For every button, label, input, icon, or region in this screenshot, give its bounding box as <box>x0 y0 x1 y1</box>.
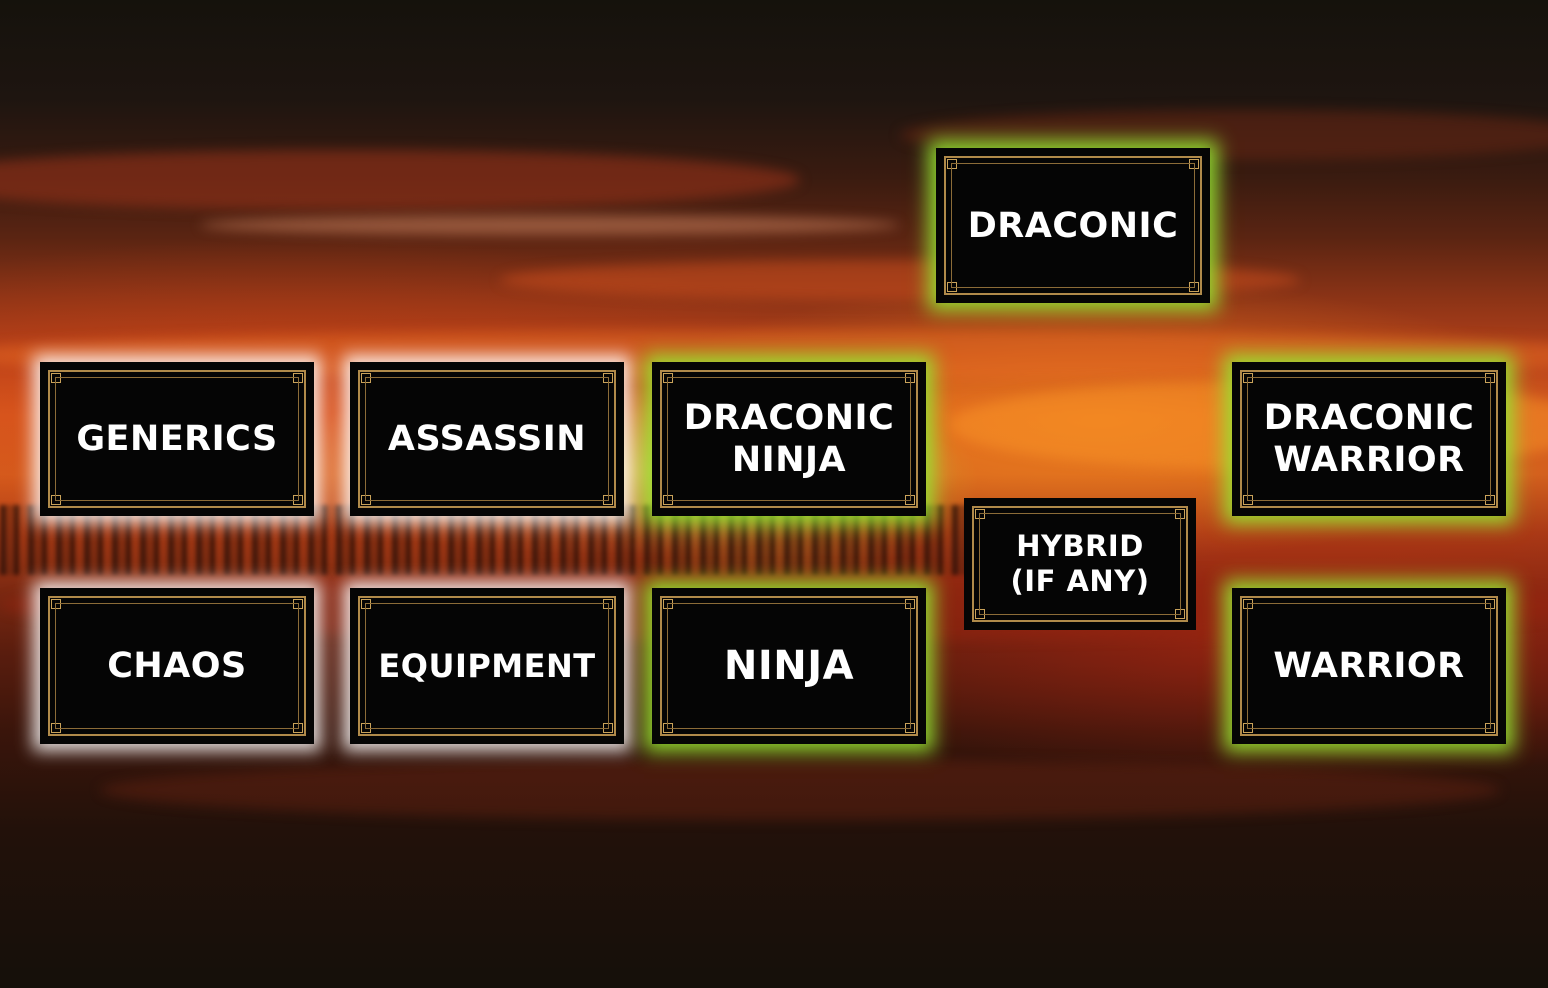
card-label: DRACONIC <box>967 205 1179 246</box>
card-label: GENERICS <box>76 419 278 459</box>
card-generics[interactable]: GENERICS <box>40 362 314 516</box>
card-label: CHAOS <box>107 646 247 686</box>
card-label: DRACONIC NINJA <box>683 398 895 480</box>
card-hybrid[interactable]: HYBRID (IF ANY) <box>964 498 1196 630</box>
card-equipment[interactable]: EQUIPMENT <box>350 588 624 744</box>
card-label: EQUIPMENT <box>378 646 596 685</box>
card-draconic-ninja[interactable]: DRACONIC NINJA <box>652 362 926 516</box>
card-label: ASSASSIN <box>387 419 587 459</box>
card-label: DRACONIC WARRIOR <box>1263 398 1475 480</box>
card-draconic[interactable]: DRACONIC <box>936 148 1210 303</box>
card-label: HYBRID (IF ANY) <box>1010 529 1150 598</box>
card-ninja[interactable]: NINJA <box>652 588 926 744</box>
card-warrior[interactable]: WARRIOR <box>1232 588 1506 744</box>
card-chaos[interactable]: CHAOS <box>40 588 314 744</box>
card-label: NINJA <box>723 643 855 689</box>
card-label: WARRIOR <box>1273 646 1465 686</box>
card-assassin[interactable]: ASSASSIN <box>350 362 624 516</box>
card-draconic-warrior[interactable]: DRACONIC WARRIOR <box>1232 362 1506 516</box>
